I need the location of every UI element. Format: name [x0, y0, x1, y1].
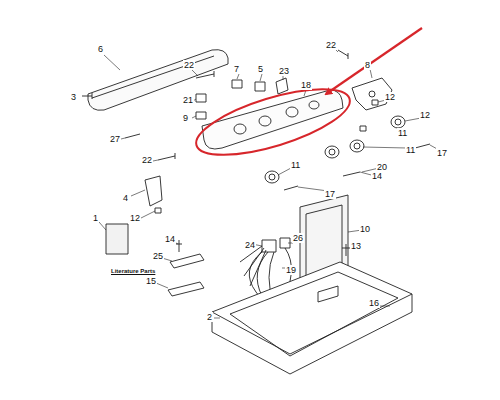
callout-number: 1 — [92, 213, 99, 223]
callout-number: 22 — [325, 40, 337, 50]
callout-number: 22 — [141, 155, 153, 165]
part-note: Literature Parts — [110, 268, 156, 275]
callout-number: 26 — [292, 233, 304, 243]
callout-number: 4 — [122, 193, 129, 203]
callout-number: 10 — [359, 224, 371, 234]
callout-number: 7 — [233, 64, 240, 74]
callout-number: 12 — [384, 92, 396, 102]
callout-number: 17 — [436, 148, 448, 158]
callout-number: 14 — [371, 171, 383, 181]
callout-number: 14 — [164, 234, 176, 244]
callout-number: 27 — [109, 134, 121, 144]
callout-number: 22 — [183, 60, 195, 70]
callout-number: 19 — [285, 265, 297, 275]
callout-number: 13 — [350, 241, 362, 251]
callout-number: 21 — [182, 95, 194, 105]
callout-number: 18 — [300, 80, 312, 90]
callout-number: 25 — [152, 251, 164, 261]
callout-number: 9 — [182, 113, 189, 123]
callout-number: 12 — [129, 213, 141, 223]
callout-number: 24 — [244, 240, 256, 250]
callout-number: 16 — [368, 298, 380, 308]
callout-number: 11 — [290, 160, 301, 170]
callout-number: 11 — [405, 145, 416, 155]
callout-number: 11 — [397, 128, 408, 138]
callout-number: 3 — [70, 92, 77, 102]
callout-number: 15 — [145, 276, 157, 286]
callout-number: 5 — [257, 64, 264, 74]
callout-number: 8 — [364, 60, 371, 70]
callout-number: 6 — [97, 44, 104, 54]
callout-number: 12 — [419, 110, 431, 120]
callout-number: 23 — [278, 66, 290, 76]
callout-number: 2 — [206, 312, 213, 322]
callout-number: 17 — [324, 189, 336, 199]
